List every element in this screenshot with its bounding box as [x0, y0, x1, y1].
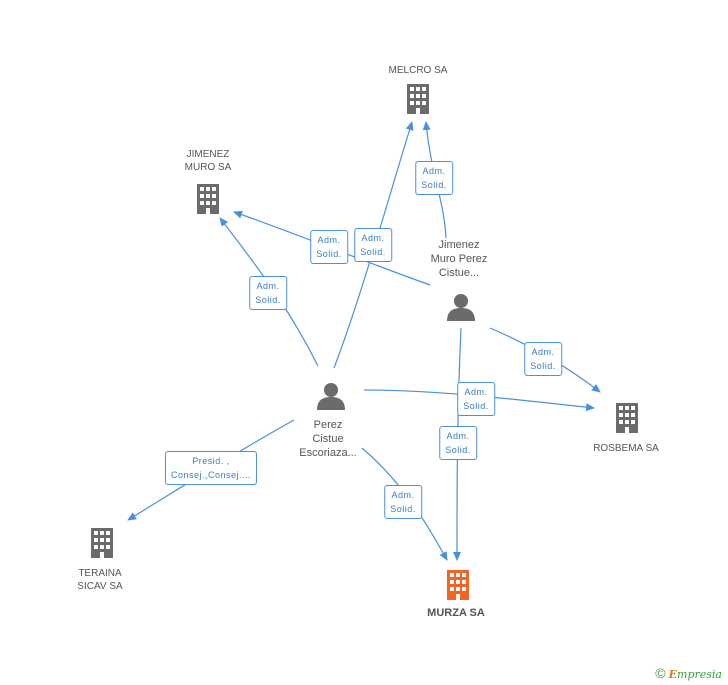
jimenez-person-label[interactable]: Jimenez Muro Perez Cistue... [431, 238, 488, 280]
brand-logo[interactable]: Empresia [668, 668, 722, 681]
role-line1: Adm. [256, 281, 280, 291]
perez-label-line3: Escoriaza... [299, 447, 357, 459]
role-box-perez-jimenez-muro[interactable]: Adm. Solid. [249, 276, 287, 310]
murza-building-icon[interactable] [447, 570, 469, 600]
melcro-building-icon[interactable] [407, 84, 429, 114]
copyright-icon: © [655, 665, 666, 681]
role-line2: Solid. [255, 295, 281, 305]
role-line2: Solid. [360, 247, 386, 257]
role-line1: Adm. [391, 490, 415, 500]
teraina-label[interactable]: TERAINA SICAV SA [77, 567, 122, 593]
role-line1: Adm. [464, 387, 488, 397]
role-box-jimenez-murza[interactable]: Adm. Solid. [439, 426, 477, 460]
teraina-label-line2: SICAV SA [77, 581, 123, 592]
role-line1: Adm. [422, 166, 446, 176]
role-box-jimenez-rosbema[interactable]: Adm. Solid. [524, 342, 562, 376]
rosbema-label-text: ROSBEMA SA [593, 443, 659, 454]
role-line1: Adm. [317, 235, 341, 245]
copyright-footer: © Empresia [655, 665, 722, 681]
role-line1: Adm. [361, 233, 385, 243]
role-line1: Adm. [531, 347, 555, 357]
jimenez-muro-label[interactable]: JIMENEZ MURO SA [185, 148, 232, 174]
jimenez-muro-label-line1: JIMENEZ [186, 149, 230, 160]
teraina-label-line1: TERAINA [78, 568, 122, 579]
jimenez-label-line1: Jimenez [438, 239, 480, 251]
role-box-perez-melcro[interactable]: Adm. Solid. [354, 228, 392, 262]
role-line2: Solid. [445, 445, 471, 455]
jimenez-label-line3: Cistue... [438, 267, 480, 279]
rosbema-label[interactable]: ROSBEMA SA [593, 442, 659, 455]
role-line2: Solid. [421, 180, 447, 190]
perez-label-line2: Cistue [312, 433, 344, 445]
role-box-jimenez-melcro[interactable]: Adm. Solid. [415, 161, 453, 195]
jimenez-label-line2: Muro Perez [430, 253, 488, 265]
role-box-perez-rosbema[interactable]: Adm. Solid. [457, 382, 495, 416]
role-line1: Adm. [446, 431, 470, 441]
perez-person-icon[interactable] [317, 383, 345, 410]
teraina-building-icon[interactable] [91, 528, 113, 558]
jimenez-muro-building-icon[interactable] [197, 184, 219, 214]
jimenez-person-icon[interactable] [447, 294, 475, 321]
role-box-perez-teraina[interactable]: Presid. , Consej.,Consej.... [164, 451, 258, 485]
role-line2: Solid. [390, 504, 416, 514]
role-line2: Solid. [316, 249, 342, 259]
murza-label-text: MURZA SA [427, 607, 485, 619]
role-box-jimenez-jimenez-muro[interactable]: Adm. Solid. [310, 230, 348, 264]
role-line1: Presid. , [192, 456, 230, 466]
perez-person-label[interactable]: Perez Cistue Escoriaza... [299, 418, 356, 460]
rosbema-building-icon[interactable] [616, 403, 638, 433]
role-line2: Consej.,Consej.... [170, 470, 252, 480]
jimenez-muro-label-line2: MURO SA [184, 162, 232, 173]
melcro-label-text: MELCRO SA [388, 65, 448, 76]
role-line2: Solid. [463, 401, 489, 411]
role-line2: Solid. [530, 361, 556, 371]
perez-label-line1: Perez [313, 419, 343, 431]
melcro-label[interactable]: MELCRO SA [389, 64, 448, 77]
role-box-perez-murza[interactable]: Adm. Solid. [384, 485, 422, 519]
murza-label[interactable]: MURZA SA [427, 607, 485, 620]
